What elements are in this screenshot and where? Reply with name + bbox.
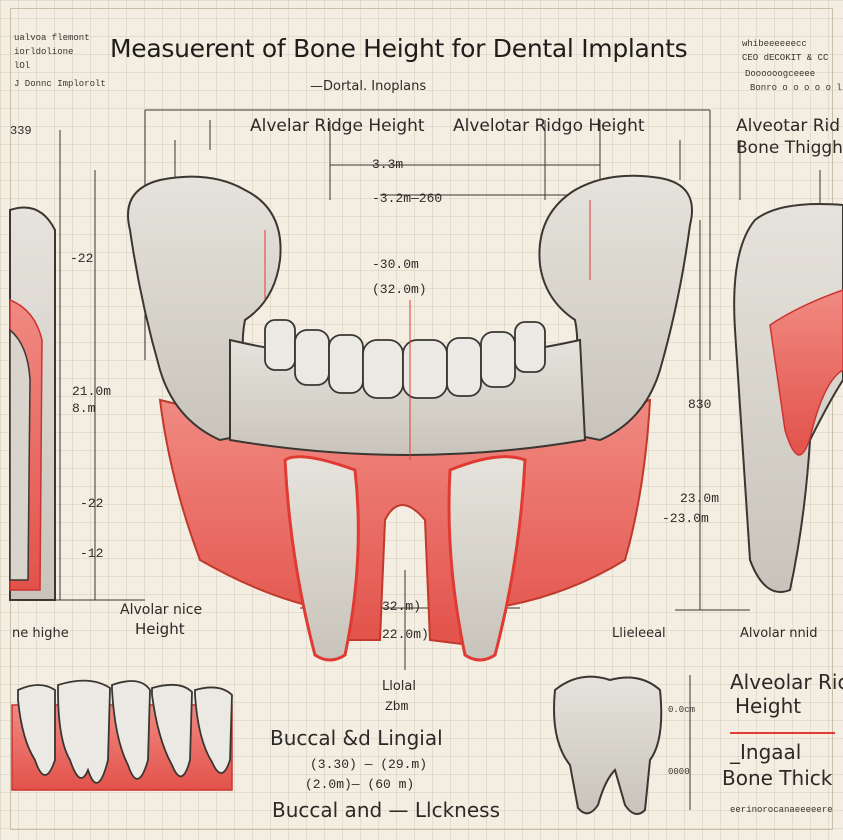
header-right-line-1: whibeeeeeecc: [742, 40, 807, 49]
label-right-top-1: Alveotar Rid: [736, 118, 840, 135]
header-left-line-4: J Donnc Implorolt: [14, 80, 106, 89]
label-right-lower-1: Alveolar Ric: [730, 672, 843, 692]
page-title: Measuerent of Bone Height for Dental Imp…: [110, 36, 687, 61]
label-right-lower-2: Height: [735, 696, 801, 716]
measure-m2: -3.2m—260: [372, 192, 442, 205]
mandible-illustration: [128, 176, 692, 660]
label-left-mid-2: Height: [135, 622, 185, 637]
label-alveolar-ridge-1: Alvelar Ridge Height: [250, 118, 425, 135]
measure-buccal-1: (3.30) — (29.m): [310, 758, 427, 771]
label-lower-right: Llieleeal: [612, 627, 666, 640]
bottom-right-molar: [554, 677, 661, 814]
measure-left-21: 21.0m: [72, 385, 111, 398]
label-right-footer: eerinorocanaeeeeere: [730, 806, 833, 815]
measure-top-left: 339: [10, 125, 32, 137]
label-right-top-2: Bone Thiggh: [736, 140, 843, 157]
measure-m4: (32.0m): [372, 283, 427, 296]
header-left-line-3: lOl: [14, 62, 30, 71]
header-left-line-2: iorldolione: [14, 48, 73, 57]
label-left-mid-1: Alvolar nice: [120, 603, 202, 617]
label-lower-left: Llolal: [382, 680, 416, 693]
label-bone-thick: Bone Thick: [722, 768, 832, 788]
label-buccal-lingual: Buccal &d Lingial: [270, 728, 443, 748]
header-right-line-2: CEO dECOKIT & CC: [742, 54, 828, 63]
measure-left-12: -12: [80, 547, 103, 560]
header-right-line-4: Bonro o o o o o lio: [750, 84, 843, 93]
bottom-left-tooth-row: [12, 681, 232, 790]
right-tooth-cross-section: [734, 204, 843, 592]
measure-right-23b: -23.0m: [662, 512, 709, 525]
measure-right-23: 23.0m: [680, 492, 719, 505]
measure-left-8: 8.m: [72, 402, 95, 415]
measure-left-22b: -22: [80, 497, 103, 510]
measure-center-z: Zbm: [385, 700, 408, 713]
measure-buccal-2: (2.0m)— (60 m): [305, 778, 414, 791]
label-lingual: _Ingaal: [730, 742, 801, 762]
label-alveolar-ridge-2: Alvelotar Ridgo Height: [453, 118, 645, 135]
header-left-line-1: ualvoa flemont: [14, 34, 90, 43]
measure-right-b: 0000: [668, 768, 690, 777]
measure-center-22: 22.0m): [382, 628, 429, 641]
left-tooth-cross-section: [10, 208, 55, 601]
label-right-bottom-a: Alvolar nnid: [740, 627, 818, 640]
label-buccal-thickness: Buccal and — Llckness: [272, 800, 500, 820]
measure-right-830: 830: [688, 398, 711, 411]
measure-center-32: 32.m): [382, 600, 421, 613]
measure-right-a: 0.0cm: [668, 706, 695, 715]
measure-m3: -30.0m: [372, 258, 419, 271]
measure-left-22: -22: [70, 252, 93, 265]
measure-m1: 3.3m: [372, 158, 403, 171]
header-right-line-3: Doooooogceeee: [745, 70, 815, 79]
subtitle: —Dortal. Inoplans: [310, 80, 426, 93]
label-left-bottom: ne highe: [12, 627, 69, 640]
